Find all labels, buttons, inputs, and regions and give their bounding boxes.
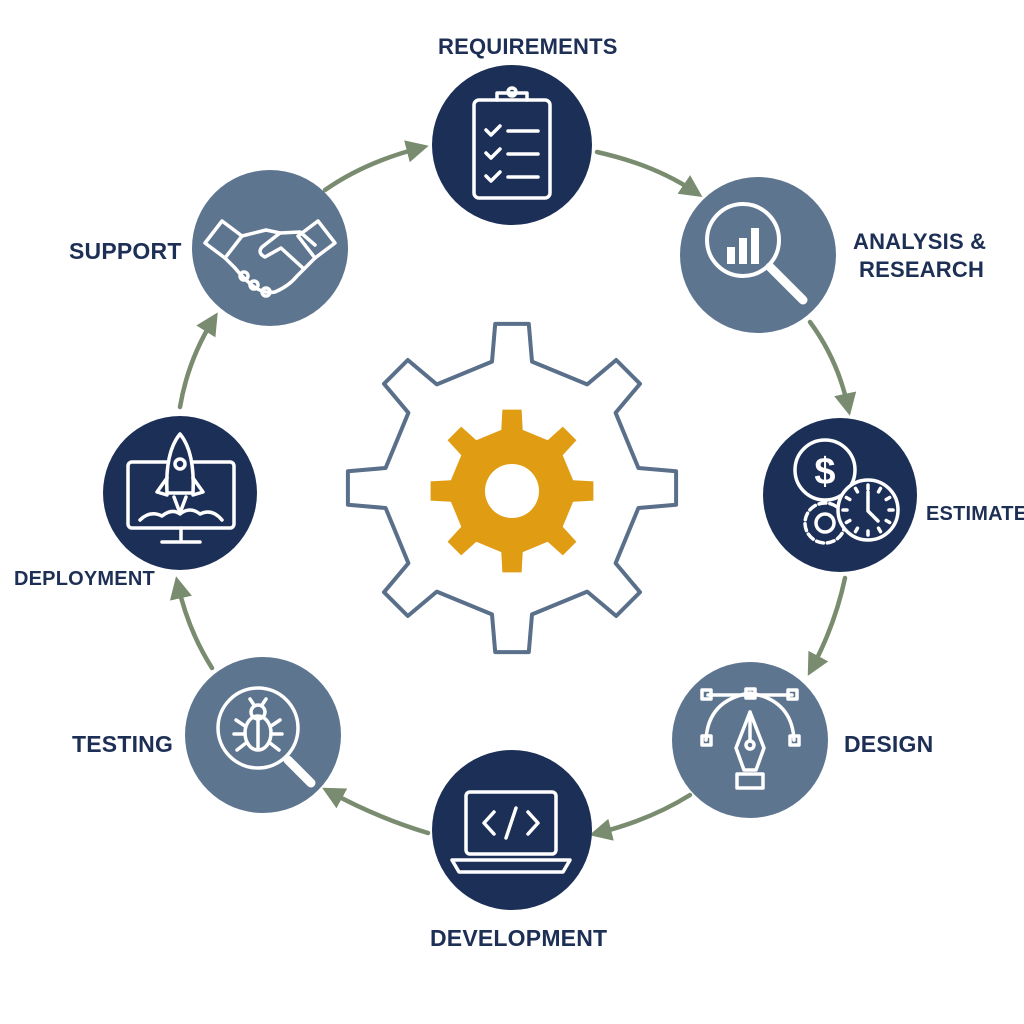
label-deployment: DEPLOYMENT	[14, 568, 155, 590]
stage-circle	[432, 65, 592, 225]
stage-deployment	[103, 416, 257, 570]
laptop-code-icon	[450, 790, 572, 874]
clock-tick	[876, 526, 883, 534]
label-requirements: REQUIREMENTS	[438, 34, 618, 59]
rocket-monitor-icon	[126, 432, 236, 544]
arrow-testing-to-deployment	[169, 576, 215, 671]
stage-design	[672, 662, 828, 818]
arrow-estimate-to-design	[807, 575, 848, 676]
stage-development	[432, 750, 592, 910]
stage-circle	[192, 170, 348, 326]
stage-circle	[185, 657, 341, 813]
arrow-design-to-development	[589, 792, 693, 841]
label-testing: TESTING	[72, 731, 174, 757]
arrow-development-to-testing	[322, 787, 431, 836]
arrow-requirements-to-analysis	[594, 149, 703, 198]
dollar-clock-gear-icon: $	[793, 438, 900, 545]
magnifier-chart-icon	[705, 202, 808, 305]
clock-tick	[853, 526, 860, 534]
svg-text:$: $	[814, 451, 835, 493]
clock-tick	[844, 518, 852, 525]
label-development: DEVELOPMENT	[430, 925, 608, 951]
arrow-analysis-to-estimate	[807, 319, 857, 416]
clock-tick	[884, 495, 892, 502]
label-analysis-research: ANALYSIS & RESEARCH	[853, 229, 987, 282]
arrow-deployment-to-support	[177, 312, 218, 410]
stage-support	[192, 170, 348, 326]
cycle-arrows	[169, 140, 857, 841]
stage-estimate: $	[763, 418, 917, 572]
stage-requirements	[432, 65, 592, 225]
label-support: SUPPORT	[69, 238, 182, 264]
clock-tick	[853, 486, 860, 494]
clipboard-checklist-icon	[472, 86, 552, 200]
stage-circle	[432, 750, 592, 910]
clock-tick	[884, 518, 892, 525]
stage-analysis	[680, 177, 836, 333]
inner-gear-icon	[430, 409, 594, 573]
label-design: DESIGN	[844, 731, 934, 757]
clock-tick	[844, 495, 852, 502]
outer-gear-outline	[345, 321, 679, 655]
handshake-icon	[203, 219, 337, 298]
gear-icon	[345, 321, 679, 655]
stage-testing	[185, 657, 341, 813]
pen-nib-bezier-icon	[700, 687, 801, 790]
bug-magnifier-icon	[216, 686, 316, 788]
clock-tick	[876, 486, 883, 494]
label-estimate: ESTIMATE	[926, 503, 1024, 525]
arrow-support-to-requirements	[322, 140, 429, 193]
